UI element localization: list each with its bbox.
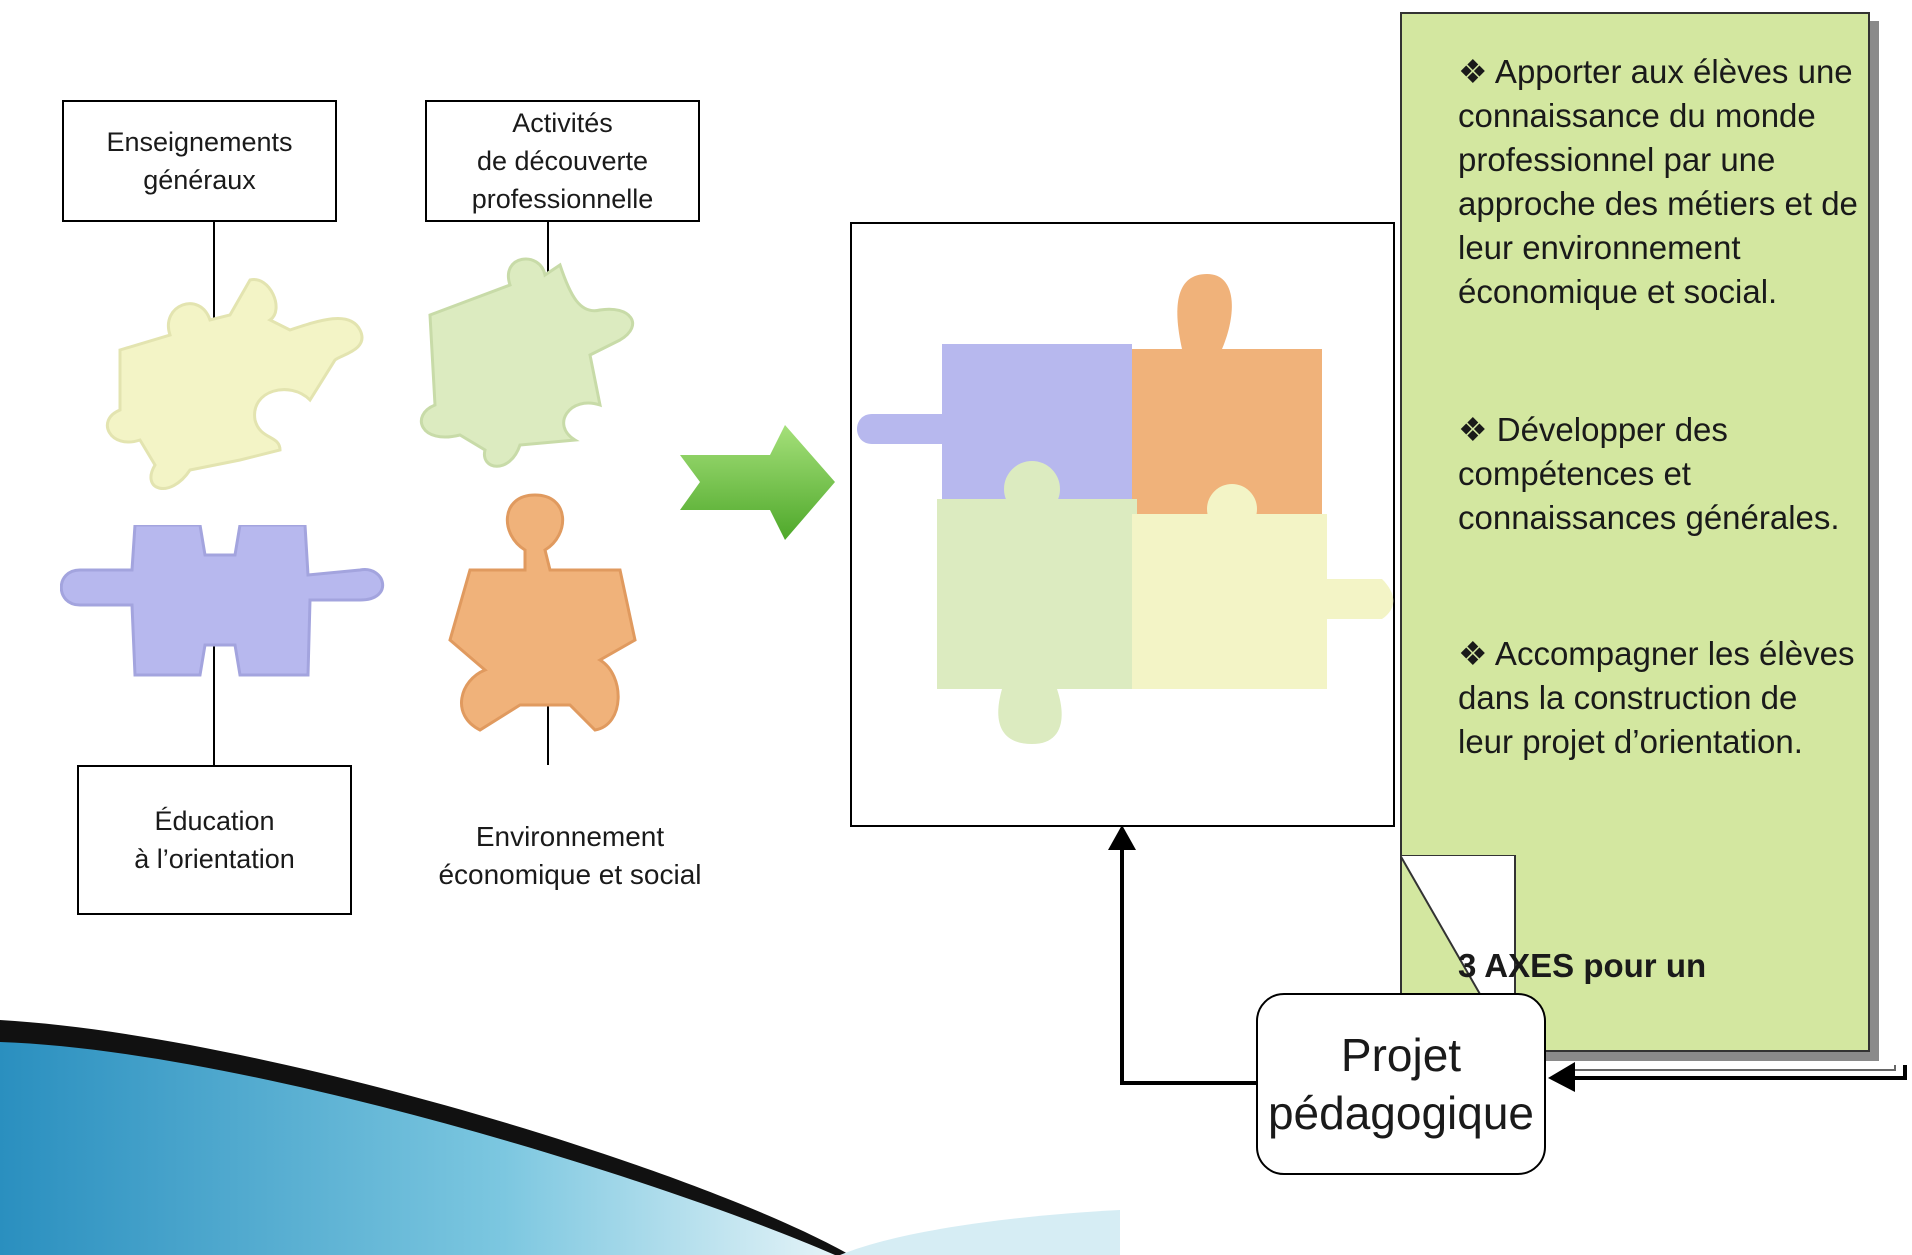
assembled-puzzle-box xyxy=(850,222,1395,827)
environnement-label: Environnement économique et social xyxy=(438,821,702,890)
activites-decouverte-label: Activités de découverte professionnelle xyxy=(425,100,700,222)
axe-3-text: ❖ Accompagner les élèves dans la constru… xyxy=(1458,635,1855,760)
education-orientation-label: Éducation à l’orientation xyxy=(77,765,352,915)
axe-1-text: ❖ Apporter aux élèves une connaissance d… xyxy=(1458,53,1858,310)
puzzle-piece-icon xyxy=(60,525,384,677)
decorative-swoosh xyxy=(0,1020,1120,1255)
projet-pedagogique-label: Projet pédagogique xyxy=(1256,993,1546,1175)
puzzle-piece-icon xyxy=(857,274,1394,744)
puzzle-piece-icon xyxy=(106,278,364,490)
right-arrow-icon xyxy=(680,425,835,540)
puzzle-piece-icon xyxy=(448,493,637,732)
puzzle-piece-icon xyxy=(419,257,634,468)
axe-2-text: ❖ Développer des compétences et connaiss… xyxy=(1458,411,1840,536)
note-footer-text: 3 AXES pour un xyxy=(1458,947,1707,984)
enseignements-generaux-label: Enseignements généraux xyxy=(62,100,337,222)
